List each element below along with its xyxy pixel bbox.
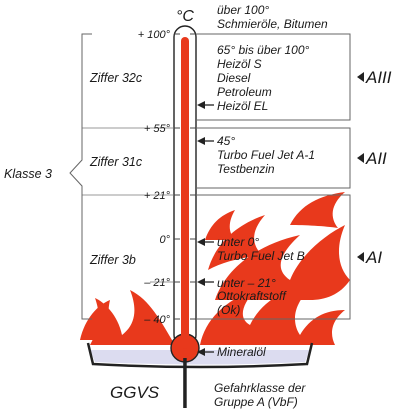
klasse-label: Klasse 3	[4, 167, 52, 181]
basin	[86, 342, 314, 378]
aiii-line-3: Diesel	[217, 71, 251, 85]
ziffer-31c-label: Ziffer 31c	[89, 155, 143, 169]
unit-label: °C	[176, 8, 194, 25]
ai-line-4: Ottokraftstoff	[217, 289, 287, 303]
aii-line-1: 45°	[217, 134, 235, 148]
level-lines-left	[82, 127, 174, 283]
ziffer-3b-label: Ziffer 3b	[89, 253, 136, 267]
aiii-line-5: Heizöl EL	[217, 99, 268, 113]
ziffer-32c-label: Ziffer 32c	[89, 71, 143, 85]
aiii-line-4: Petroleum	[217, 85, 272, 99]
top-note-line-1: über 100°	[217, 3, 269, 17]
ai-line-2: Turbo Fuel Jet B	[217, 249, 305, 263]
ai-line-3: unter – 21°	[217, 276, 276, 290]
class-aiii-label: AIII	[365, 68, 392, 87]
ggvs-label: GGVS	[110, 383, 160, 402]
tick-label-100: + 100°	[138, 29, 171, 41]
scale-ticks	[174, 33, 196, 320]
tick-label-minus21: – 21°	[143, 277, 170, 289]
gefahrklasse-line-2: Gruppe A (VbF)	[214, 395, 298, 409]
aiii-line-1: 65° bis über 100°	[217, 43, 310, 57]
tick-label-21: + 21°	[144, 190, 171, 202]
ai-line-1: unter 0°	[217, 235, 259, 249]
gefahrklasse-line-1: Gefahrklasse der	[214, 381, 306, 395]
arrow-left-icon	[197, 101, 214, 356]
flame-icon	[80, 192, 350, 345]
aiii-line-2: Heizöl S	[217, 57, 262, 71]
class-aii-label: AII	[365, 149, 387, 168]
tick-label-55: + 55°	[144, 123, 171, 135]
aii-line-3: Testbenzin	[217, 162, 275, 176]
tick-label-0: 0°	[159, 234, 170, 246]
aii-line-2: Turbo Fuel Jet A-1	[217, 148, 315, 162]
ai-line-5: (Ok)	[217, 303, 240, 317]
tick-label-minus40: – 40°	[143, 314, 170, 326]
mineraloel-label: Mineralöl	[217, 345, 266, 359]
thermometer-icon	[170, 25, 200, 408]
right-brackets	[196, 33, 351, 320]
arrow-right-icon	[357, 72, 364, 262]
top-note-line-2: Schmieröle, Bitumen	[217, 17, 328, 31]
left-bracket	[69, 33, 92, 320]
class-ai-label: AI	[365, 248, 382, 267]
